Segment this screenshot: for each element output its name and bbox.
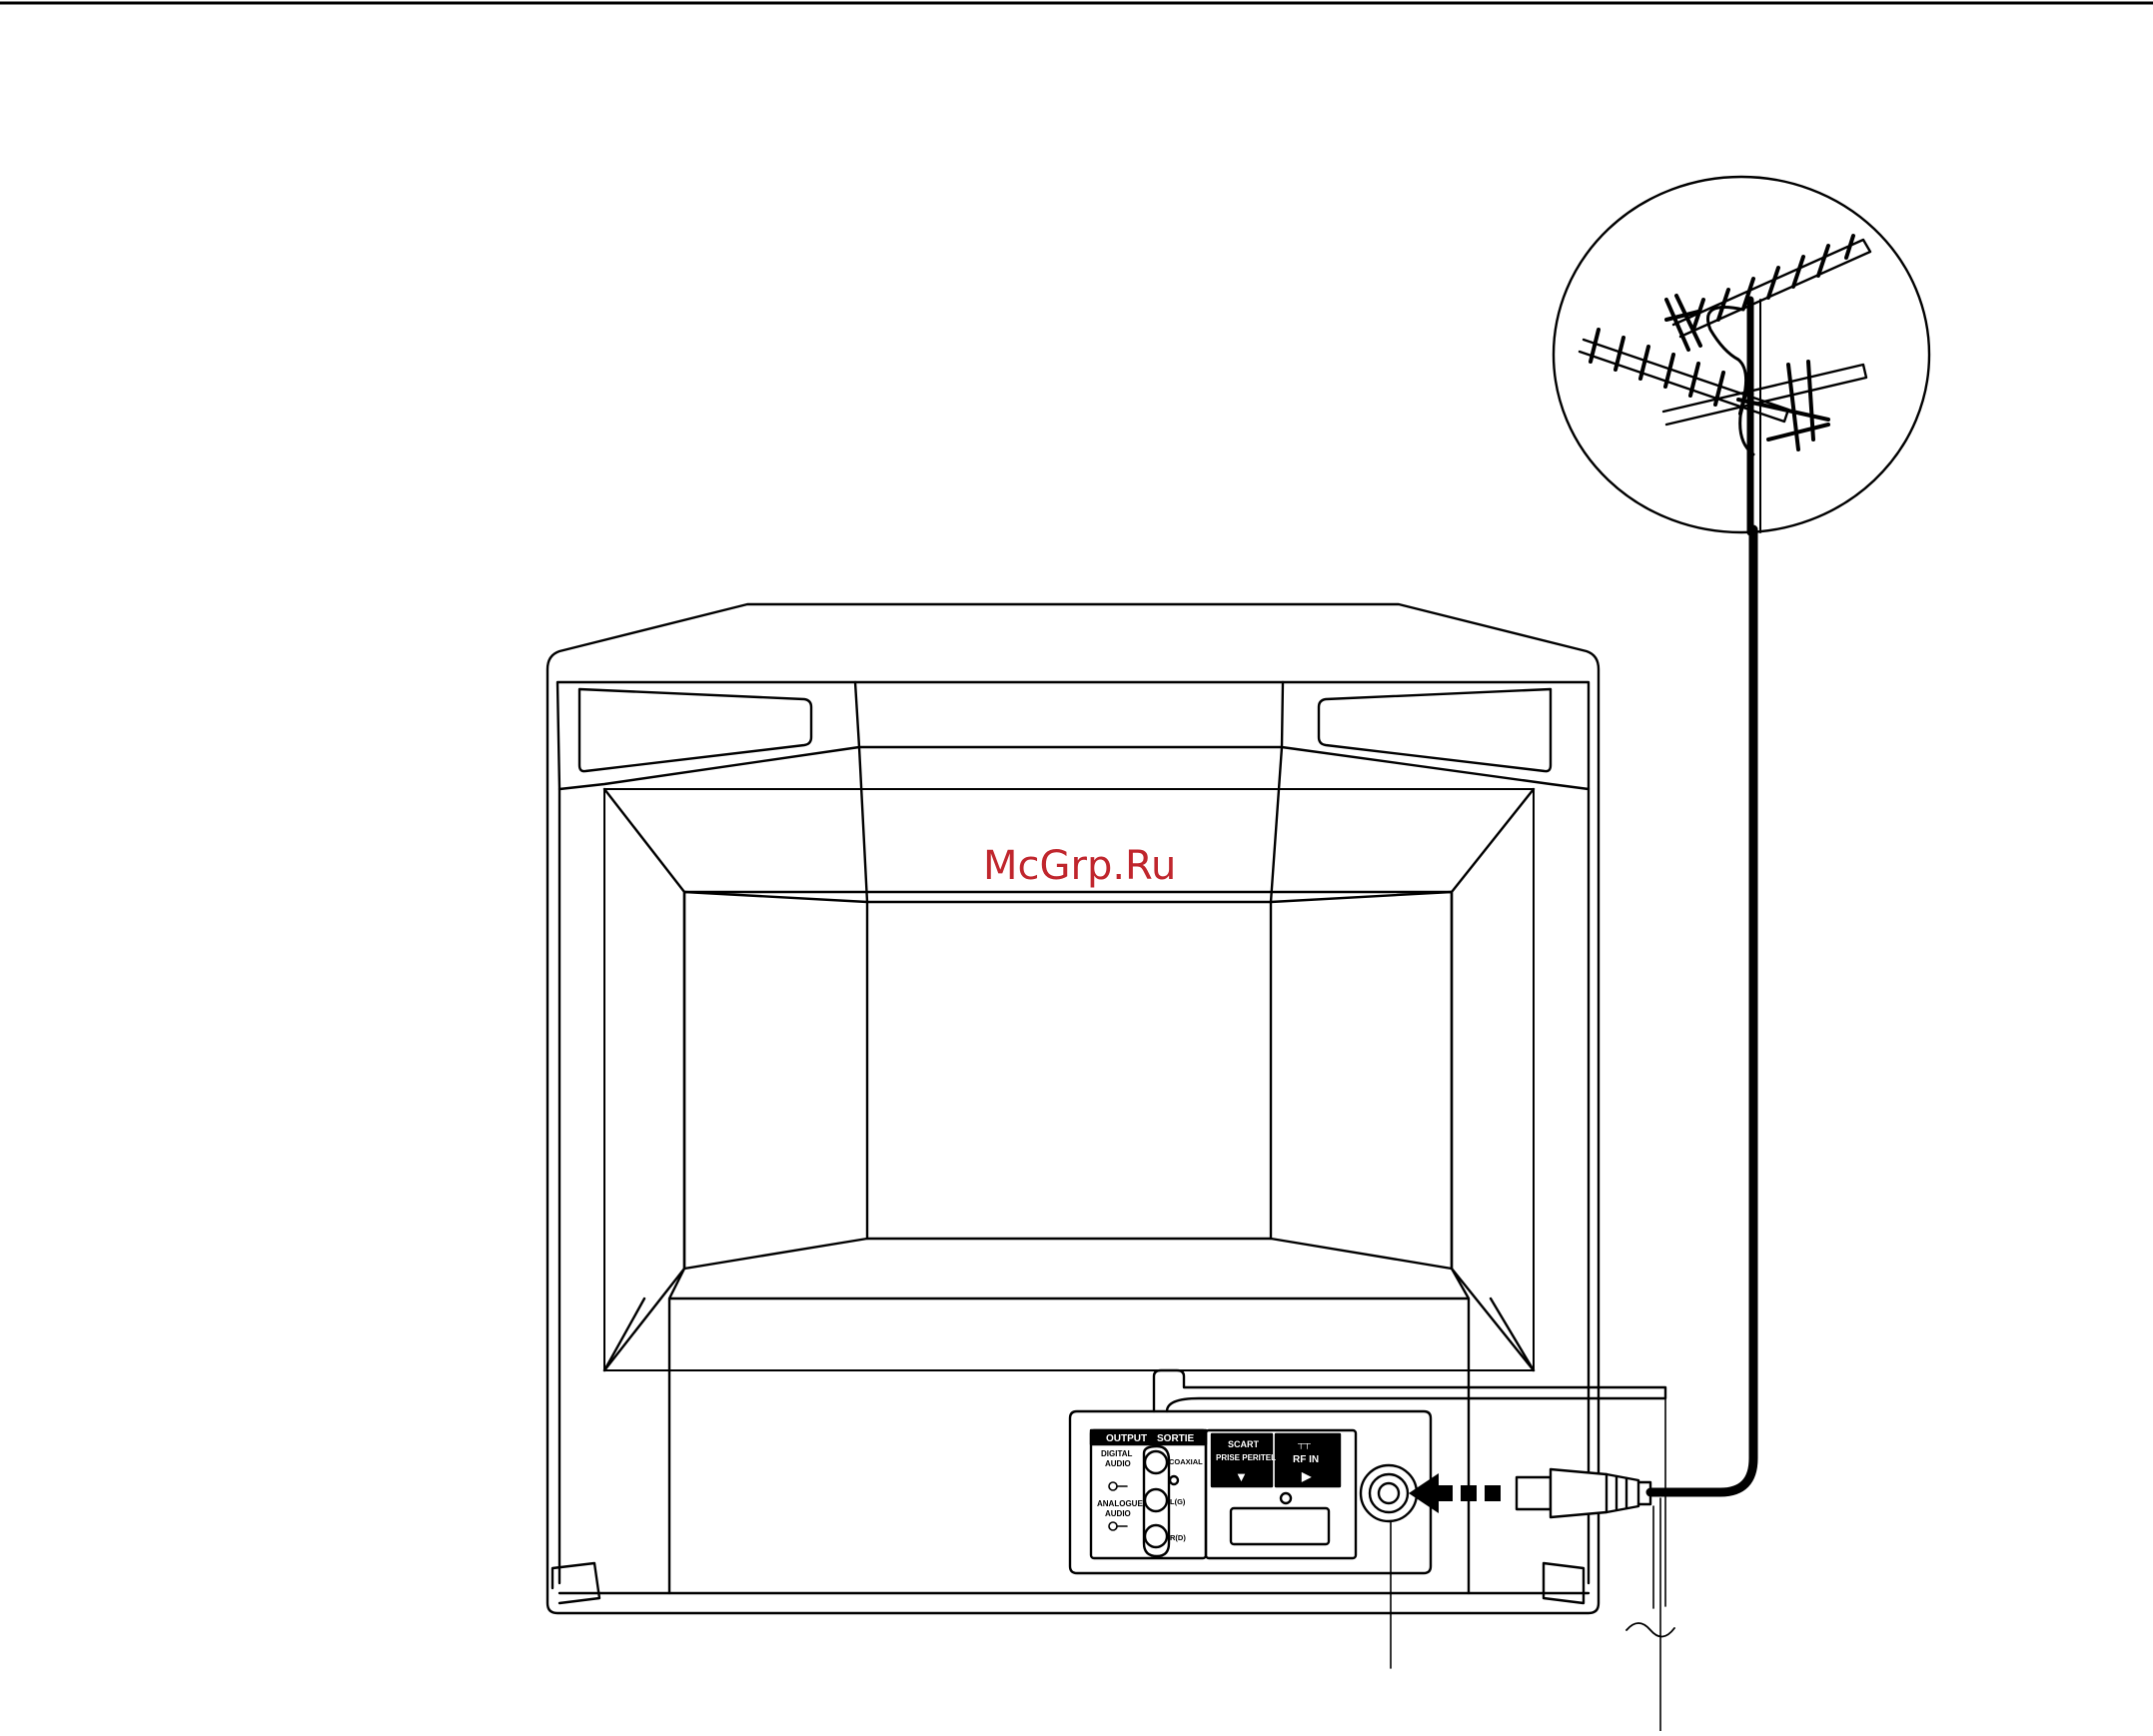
scart-label: SCART xyxy=(1228,1439,1260,1449)
right-channel-label: R(D) xyxy=(1170,1533,1186,1542)
cable-break-mark xyxy=(1626,1623,1674,1637)
left-channel-label: L(G) xyxy=(1170,1497,1186,1506)
insert-arrow xyxy=(1409,1473,1501,1513)
analogue-audio-label-1: ANALOGUE xyxy=(1097,1499,1143,1508)
picture-tube-back xyxy=(684,892,1452,1269)
prise-peritel-label: PRISE PERITEL xyxy=(1216,1453,1276,1462)
coaxial-jack[interactable] xyxy=(1145,1451,1167,1473)
right-vent xyxy=(1319,689,1551,771)
rf-arrow: ▶ xyxy=(1301,1469,1312,1483)
tv-cabinet-outline xyxy=(547,604,1599,1613)
coaxial-label: COAXIAL xyxy=(1169,1457,1203,1466)
analogue-audio-label-2: AUDIO xyxy=(1105,1509,1131,1518)
scart-socket[interactable] xyxy=(1231,1508,1329,1544)
scart-arrow: ▼ xyxy=(1235,1469,1248,1484)
analogue-audio-symbol xyxy=(1109,1522,1127,1530)
audio-left-jack[interactable] xyxy=(1145,1489,1167,1511)
top-band xyxy=(557,682,1589,789)
scart-indicator xyxy=(1281,1493,1291,1503)
output-label: OUTPUT xyxy=(1106,1433,1147,1444)
antenna-plug xyxy=(1517,1469,1650,1517)
digital-audio-label-1: DIGITAL xyxy=(1101,1449,1133,1458)
antenna-circle xyxy=(1554,177,1929,532)
audio-right-jack[interactable] xyxy=(1145,1525,1167,1547)
digital-audio-label-2: AUDIO xyxy=(1105,1459,1131,1468)
antenna-illustration xyxy=(1554,177,1929,532)
watermark: McGrp.Ru xyxy=(983,843,1176,889)
coaxial-indicator xyxy=(1170,1476,1178,1484)
sortie-label: SORTIE xyxy=(1157,1433,1195,1444)
right-foot xyxy=(1544,1563,1584,1603)
coax-cable xyxy=(1650,529,1753,1492)
antenna-cable-outline xyxy=(1650,1387,1665,1608)
digital-audio-symbol xyxy=(1109,1482,1127,1490)
rf-in-label: RF IN xyxy=(1293,1454,1319,1465)
rf-symbol: ┬┬ xyxy=(1297,1438,1311,1449)
